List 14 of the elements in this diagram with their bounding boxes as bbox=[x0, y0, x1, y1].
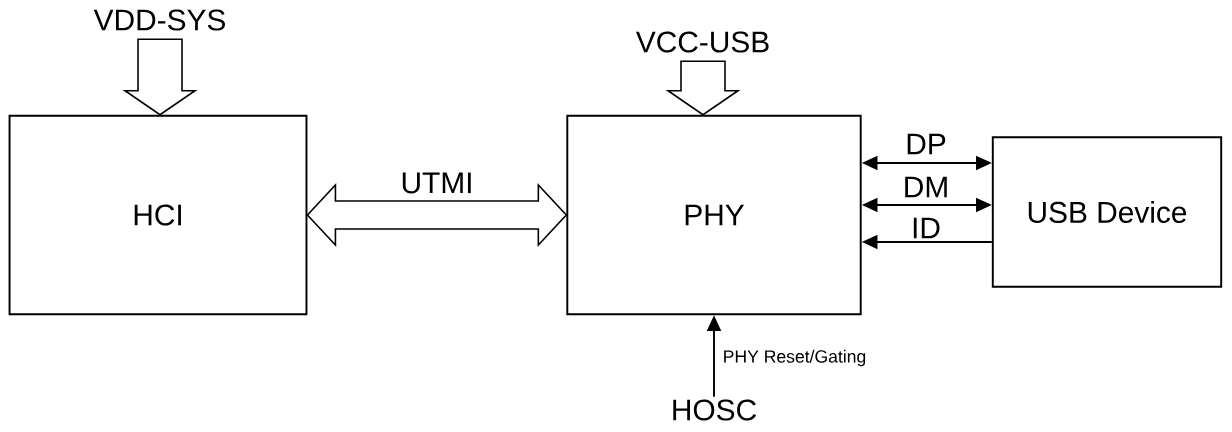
block-arrow bbox=[122, 38, 198, 116]
block-box: HCI bbox=[8, 114, 308, 316]
block-arrow bbox=[306, 183, 568, 247]
block-arrow bbox=[665, 60, 741, 116]
edge-label: PHY Reset/Gating bbox=[720, 348, 869, 368]
edge-label: DP bbox=[903, 131, 949, 157]
edge-label: DM bbox=[901, 174, 951, 200]
block-box: USB Device bbox=[991, 136, 1223, 288]
signal-source-label: VCC-USB bbox=[635, 31, 769, 53]
edge-label: UTMI bbox=[398, 170, 476, 196]
signal-source-label: HOSC bbox=[673, 399, 756, 421]
signal-source-label: VDD-SYS bbox=[93, 9, 225, 31]
edge-label: ID bbox=[909, 215, 943, 241]
block-box: PHY bbox=[566, 114, 862, 316]
